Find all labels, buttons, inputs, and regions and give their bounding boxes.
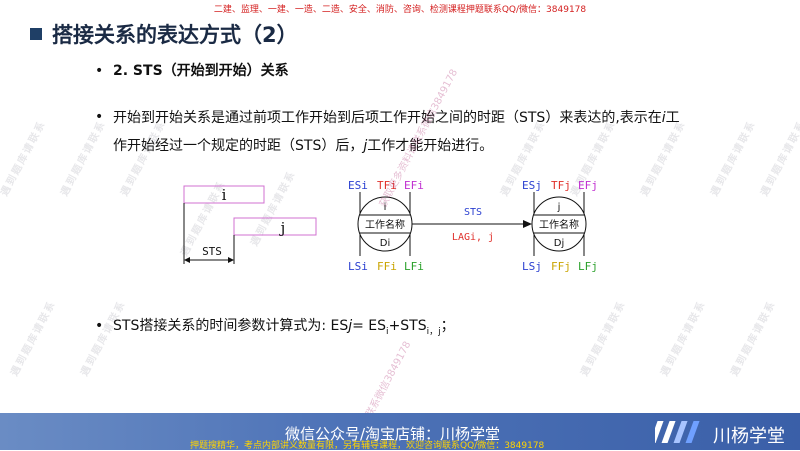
sts-node-diagram: ESi TFi EFi i 工作名称 Di LSi FFi LFi STS LA… [348, 179, 598, 273]
watermark-slogan: 遇到题库请联系 [9, 298, 59, 379]
bullet-text-part: 工 [665, 110, 680, 126]
logo-icon [655, 421, 700, 443]
label-ff-j: FFj [551, 260, 571, 273]
formula-subscript: i，j [426, 326, 441, 337]
node-circle-j [531, 196, 587, 252]
label-ls-j: LSj [522, 260, 542, 273]
watermark-slogan: 遇到题库请联系 [0, 118, 49, 199]
bullet-dot: • [95, 63, 104, 79]
bullet-text: STS搭接关系的时间参数计算式为: ESj= ESi+STSi，j； [113, 313, 455, 345]
label-tf-i: TFi [377, 179, 397, 192]
formula-part: +STS [388, 318, 427, 334]
node-name-i: 工作名称 [365, 218, 405, 231]
bullet-dot: • [95, 318, 104, 334]
watermark-slogan: 遇到题库请联系 [579, 298, 629, 379]
bullet-text: 开始到开始关系是通过前项工作开始到后项工作开始之间的时距（STS）来表达的,表示… [113, 104, 793, 160]
formula-part: j [348, 318, 353, 334]
footer-promo: 押题搜精华，考点内部讲义数量有限，另有辅导课程，欢迎咨询联系QQ/微信：3849… [190, 441, 545, 451]
logo-text: 川杨学堂 [713, 426, 785, 447]
formula-subscript: i [386, 326, 389, 337]
italic-i: i [661, 110, 666, 126]
label-tf-j: TFj [551, 179, 571, 192]
node-duration-i: Di [380, 238, 390, 249]
bullet-text-part: 工作才能开始进行。 [367, 138, 494, 154]
node-i: ESi TFi EFi i 工作名称 Di LSi FFi LFi [348, 179, 424, 273]
formula-part: ES [330, 318, 349, 334]
italic-j: j [363, 138, 368, 154]
formula-prefix: STS搭接关系的时间参数计算式为: [113, 318, 327, 334]
bullet-text-part: 开始到开始关系是通过前项工作开始到后项工作开始之间的时距（STS）来表达的,表示… [113, 110, 662, 126]
bar-i-label: i [222, 186, 227, 204]
arrow-label-sts: STS [464, 207, 482, 218]
bullet-text-part: 作开始经过一个规定的时距（STS）后， [113, 138, 364, 154]
title-bullet-square [30, 28, 42, 40]
bar-j [233, 217, 317, 236]
watermark-slogan: 遇到题库请联系 [659, 298, 709, 379]
promo-banner-top: 二建、监理、一建、一造、二造、安全、消防、咨询、检测课程押题联系QQ/微信：38… [213, 5, 587, 15]
sts-arrow-right [228, 257, 234, 263]
arrow-label-lag: LAGi, j [452, 232, 494, 243]
slide-title: 搭接关系的表达方式（2） [52, 23, 298, 47]
label-ef-j: EFj [578, 179, 598, 192]
node-name-j: 工作名称 [539, 218, 579, 231]
label-es-i: ESi [348, 179, 368, 192]
label-ef-i: EFi [404, 179, 424, 192]
node-j: ESj TFj EFj j 工作名称 Dj LSj FFj LFj [522, 179, 598, 273]
bullet-dot: • [95, 109, 104, 125]
label-lf-i: LFi [404, 260, 424, 273]
footer-brand-text: 微信公众号/淘宝店铺：川杨学堂 [285, 425, 501, 443]
label-ff-i: FFi [377, 260, 397, 273]
bullet-text: 2. STS（开始到开始）关系 [113, 63, 289, 79]
node-id-i: i [384, 202, 387, 213]
node-id-j: j [557, 202, 561, 213]
node-duration-j: Dj [554, 238, 564, 249]
sts-dimension-label: STS [202, 245, 222, 258]
formula-part: ； [440, 318, 455, 334]
label-ls-i: LSi [348, 260, 368, 273]
formula-part: = ES [352, 318, 387, 334]
arrow-head [523, 220, 532, 228]
sts-arrow-left [184, 257, 190, 263]
bar-i [183, 185, 265, 204]
bar-j-label: j [279, 219, 286, 237]
sts-bar-diagram: i j STS [183, 185, 317, 264]
label-es-j: ESj [522, 179, 542, 192]
watermark-slogan: 遇到题库请联系 [729, 298, 779, 379]
label-lf-j: LFj [578, 260, 598, 273]
